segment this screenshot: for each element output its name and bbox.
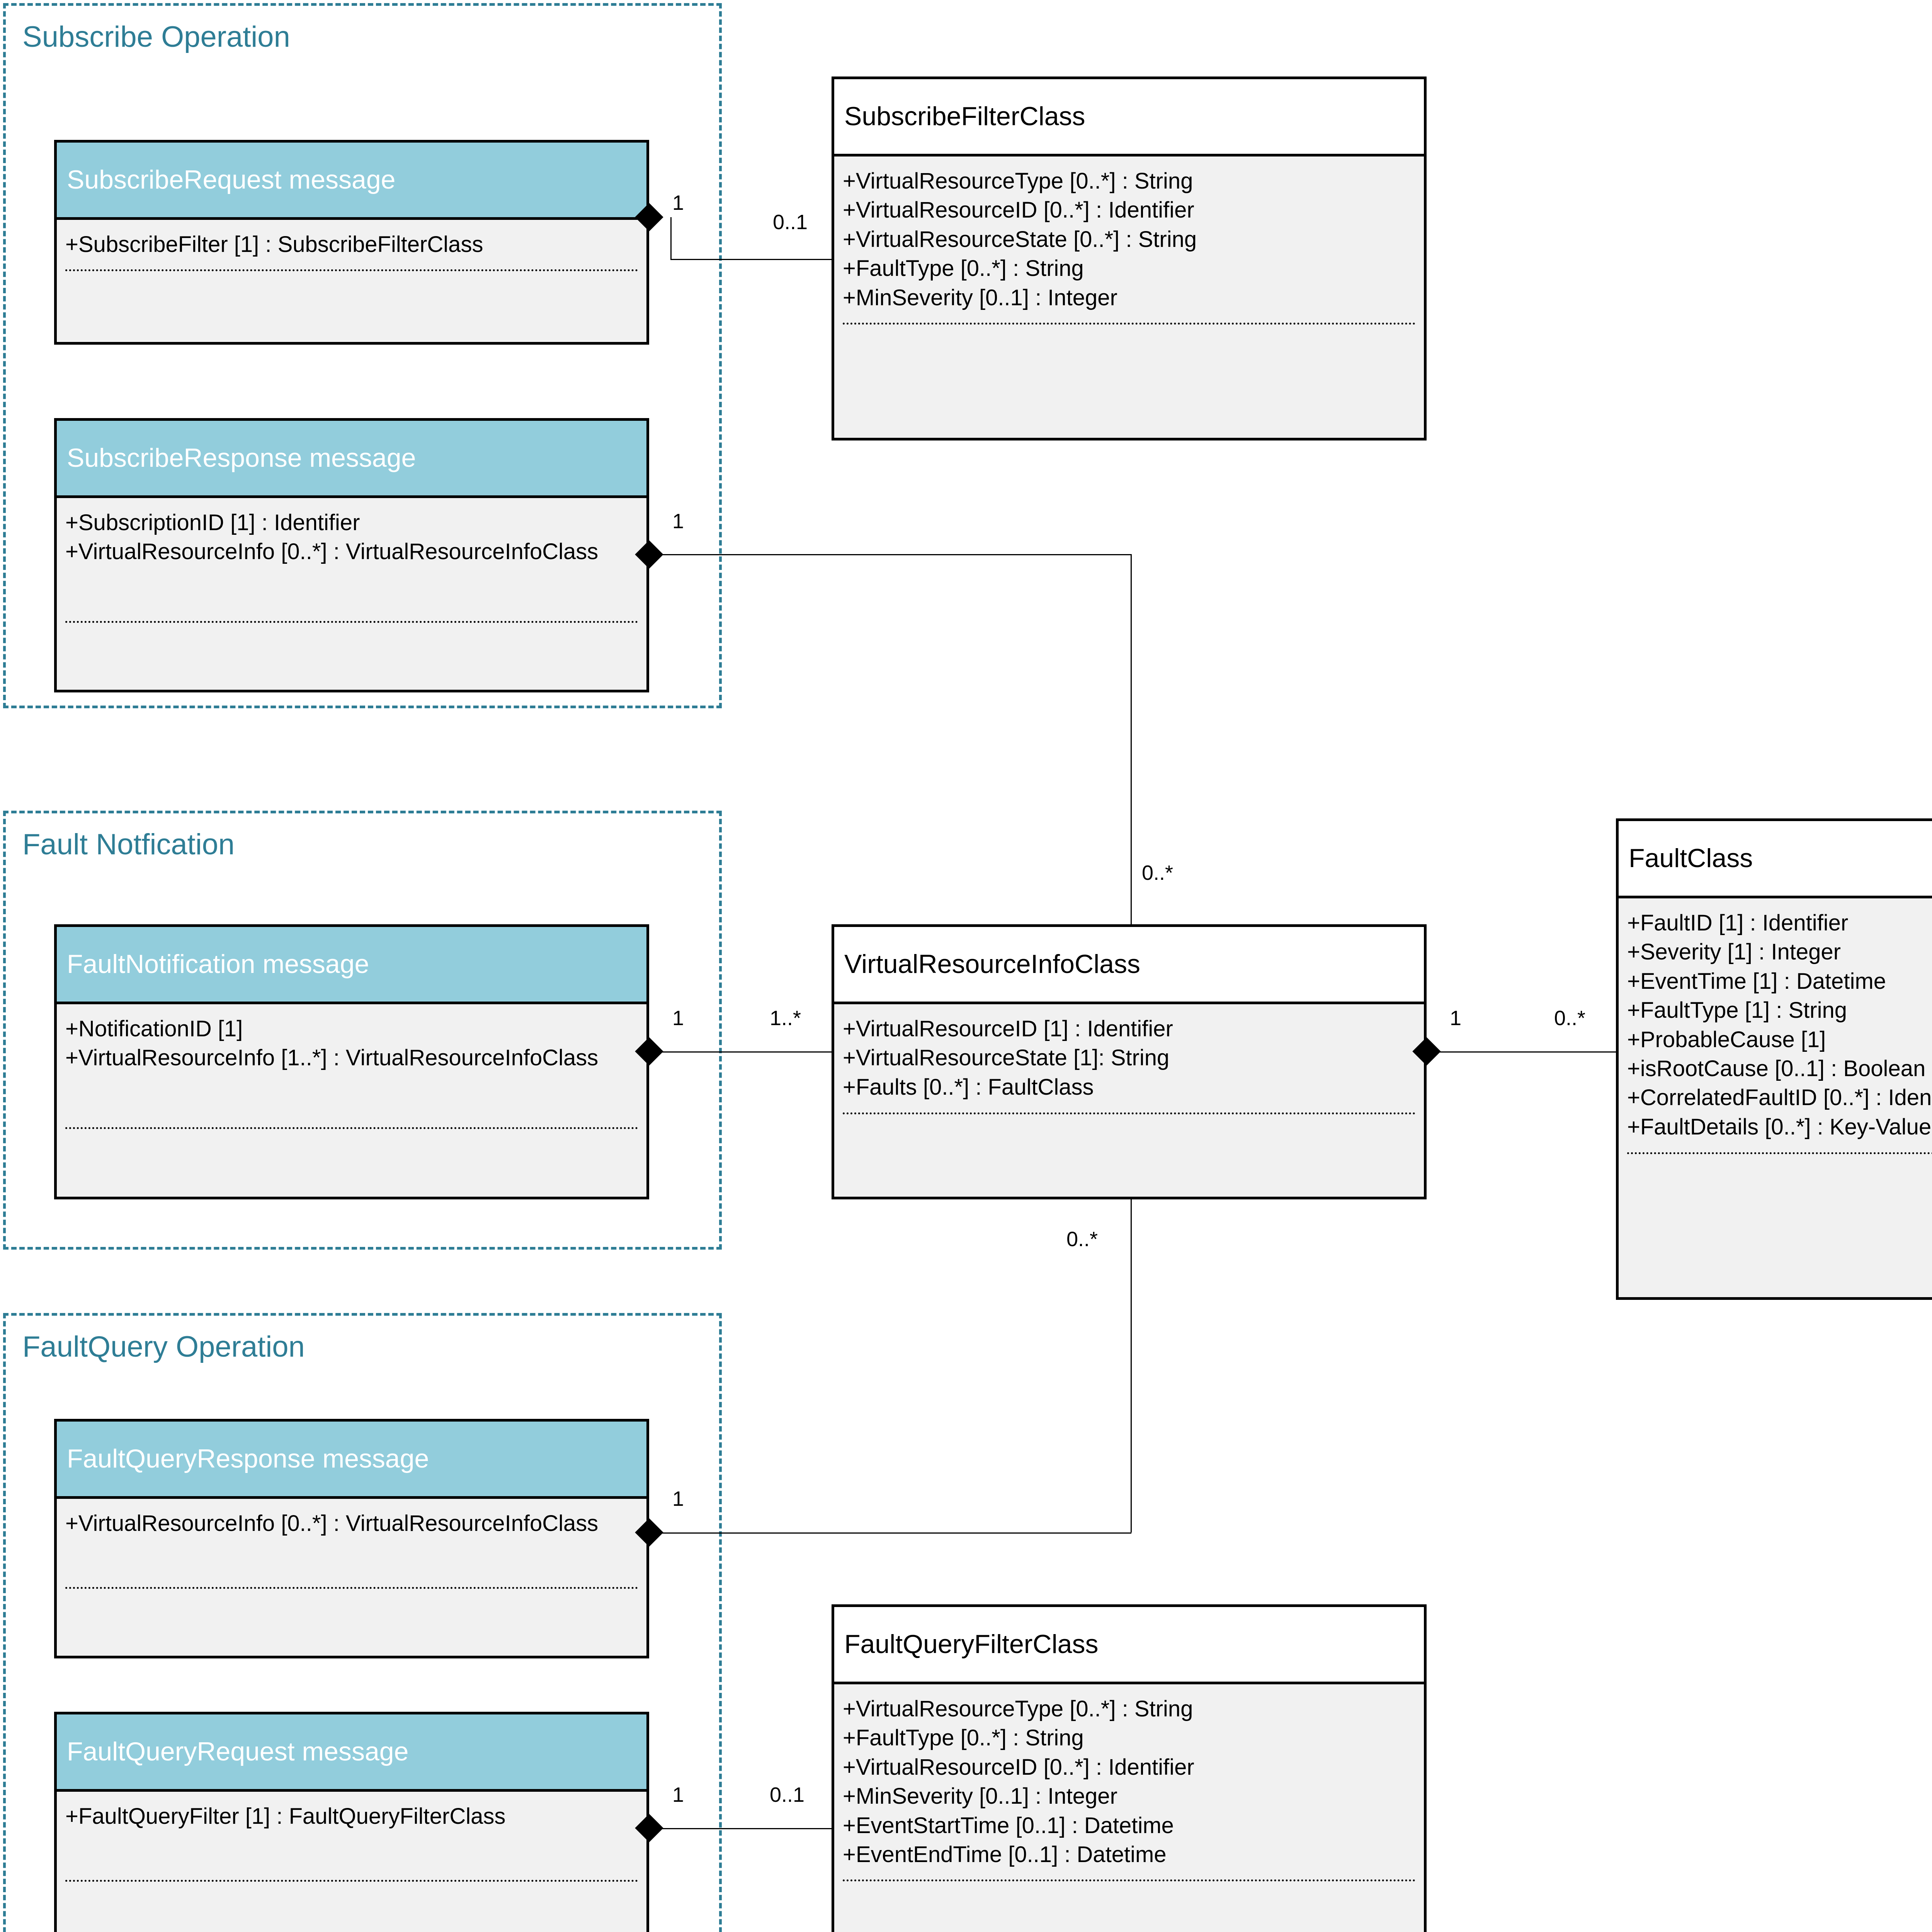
assoc-line-subresp-vertical xyxy=(1131,554,1132,925)
box-faultquery-response-header: FaultQueryResponse message xyxy=(57,1422,646,1499)
box-subscribe-filter-class-header: SubscribeFilterClass xyxy=(834,79,1424,156)
box-subscribe-request-body: +SubscribeFilter [1] : SubscribeFilterCl… xyxy=(57,220,646,342)
group-title-subscribe-operation: Subscribe Operation xyxy=(22,20,290,53)
attribute-row: +VirtualResourceID [0..*] : Identifier xyxy=(843,197,1194,223)
compartment-separator xyxy=(1627,1152,1932,1154)
attribute-row: +SubscribeFilter [1] : SubscribeFilterCl… xyxy=(65,232,483,257)
box-faultquery-request[interactable]: FaultQueryRequest message +FaultQueryFil… xyxy=(54,1712,649,1932)
attribute-row: +FaultType [1] : String xyxy=(1627,998,1847,1023)
attribute-row: +EventEndTime [0..1] : Datetime xyxy=(843,1842,1167,1867)
box-virtual-resource-info-class[interactable]: VirtualResourceInfoClass +VirtualResourc… xyxy=(832,924,1427,1199)
attribute-row: +EventStartTime [0..1] : Datetime xyxy=(843,1813,1174,1838)
attribute-row: +isRootCause [0..1] : Boolean xyxy=(1627,1056,1926,1081)
box-fault-notification[interactable]: FaultNotification message +NotificationI… xyxy=(54,924,649,1199)
box-subscribe-filter-class[interactable]: SubscribeFilterClass +VirtualResourceTyp… xyxy=(832,77,1427,440)
attribute-row: +FaultType [0..*] : String xyxy=(843,256,1084,281)
attribute-row: +VirtualResourceType [0..*] : String xyxy=(843,1696,1193,1721)
attribute-row: +VirtualResourceType [0..*] : String xyxy=(843,168,1193,194)
attribute-row: +CorrelatedFaultID [0..*] : Identifier xyxy=(1627,1085,1932,1111)
attribute-row: +ProbableCause [1] xyxy=(1627,1027,1826,1052)
assoc-line-fqresp-vertical xyxy=(1131,1199,1132,1532)
multiplicity-fqresp-source: 1 xyxy=(672,1487,684,1510)
multiplicity-fqreq-source: 1 xyxy=(672,1783,684,1806)
box-faultquery-filter-class[interactable]: FaultQueryFilterClass +VirtualResourceTy… xyxy=(832,1604,1427,1932)
multiplicity-subreq-source: 1 xyxy=(672,191,684,214)
group-fault-notification xyxy=(3,811,722,1250)
box-fault-notification-header: FaultNotification message xyxy=(57,927,646,1004)
box-faultquery-request-header: FaultQueryRequest message xyxy=(57,1714,646,1792)
assoc-line-subresp-horizontal xyxy=(659,554,1131,555)
box-fault-class[interactable]: FaultClass +FaultID [1] : Identifier +Se… xyxy=(1616,818,1932,1300)
box-faultquery-request-body: +FaultQueryFilter [1] : FaultQueryFilter… xyxy=(57,1792,646,1932)
compartment-separator xyxy=(843,1879,1415,1881)
multiplicity-vri-source: 1 xyxy=(1450,1007,1462,1030)
compartment-separator xyxy=(65,1587,638,1589)
multiplicity-faultnotif-source: 1 xyxy=(672,1007,684,1030)
attribute-row: +EventTime [1] : Datetime xyxy=(1627,968,1886,994)
attribute-row: +FaultQueryFilter [1] : FaultQueryFilter… xyxy=(65,1804,506,1829)
attribute-row: +VirtualResourceState [0..*] : String xyxy=(843,226,1197,252)
attribute-row: +NotificationID [1] xyxy=(65,1016,243,1041)
compartment-separator xyxy=(65,621,638,623)
multiplicity-vri-target: 0..* xyxy=(1554,1007,1586,1030)
box-virtual-resource-info-class-body: +VirtualResourceID [1] : Identifier +Vir… xyxy=(834,1004,1424,1197)
compartment-separator xyxy=(65,1880,638,1882)
box-faultquery-response-body: +VirtualResourceInfo [0..*] : VirtualRes… xyxy=(57,1499,646,1656)
multiplicity-subresp-target: 0..* xyxy=(1142,861,1173,884)
attribute-row: +Severity [1] : Integer xyxy=(1627,939,1841,965)
box-faultquery-filter-class-header: FaultQueryFilterClass xyxy=(834,1607,1424,1684)
assoc-line-fqresp-horizontal xyxy=(659,1532,1131,1534)
attribute-row: +FaultDetails [0..*] : Key-Value pairs xyxy=(1627,1114,1932,1139)
box-virtual-resource-info-class-header: VirtualResourceInfoClass xyxy=(834,927,1424,1004)
box-subscribe-response-body: +SubscriptionID [1] : Identifier +Virtua… xyxy=(57,498,646,690)
box-faultquery-filter-class-body: +VirtualResourceType [0..*] : String +Fa… xyxy=(834,1684,1424,1932)
group-subscribe-operation xyxy=(3,3,722,708)
multiplicity-fqreq-target: 0..1 xyxy=(770,1783,805,1806)
box-fault-notification-body: +NotificationID [1] +VirtualResourceInfo… xyxy=(57,1004,646,1197)
group-title-faultquery-operation: FaultQuery Operation xyxy=(22,1330,305,1363)
compartment-separator xyxy=(65,269,638,271)
attribute-row: +FaultType [0..*] : String xyxy=(843,1725,1084,1751)
multiplicity-subreq-target: 0..1 xyxy=(773,211,808,234)
attribute-row: +VirtualResourceState [1]: String xyxy=(843,1045,1170,1071)
compartment-separator xyxy=(65,1127,638,1129)
assoc-line-subreq-to-filter-horizontal xyxy=(670,259,832,260)
compartment-separator xyxy=(843,1112,1415,1114)
attribute-row: +VirtualResourceInfo [0..*] : VirtualRes… xyxy=(65,1511,599,1536)
attribute-row: +Faults [0..*] : FaultClass xyxy=(843,1074,1094,1100)
multiplicity-faultnotif-target: 1..* xyxy=(770,1007,801,1030)
assoc-line-fqreq-horizontal xyxy=(659,1828,833,1829)
attribute-row: +VirtualResourceID [1] : Identifier xyxy=(843,1016,1173,1041)
assoc-line-faultnotif-horizontal xyxy=(659,1051,833,1053)
box-subscribe-filter-class-body: +VirtualResourceType [0..*] : String +Vi… xyxy=(834,156,1424,438)
attribute-row: +VirtualResourceInfo [0..*] : VirtualRes… xyxy=(65,539,599,565)
attribute-row: +SubscriptionID [1] : Identifier xyxy=(65,510,360,535)
box-fault-class-body: +FaultID [1] : Identifier +Severity [1] … xyxy=(1619,898,1932,1297)
multiplicity-fqresp-target: 0..* xyxy=(1066,1228,1098,1251)
assoc-line-vri-faultclass-horizontal xyxy=(1437,1051,1617,1053)
attribute-row: +MinSeverity [0..1] : Integer xyxy=(843,1784,1117,1809)
attribute-row: +VirtualResourceInfo [1..*] : VirtualRes… xyxy=(65,1045,599,1071)
attribute-row: +MinSeverity [0..1] : Integer xyxy=(843,285,1117,310)
box-subscribe-response-header: SubscribeResponse message xyxy=(57,421,646,498)
attribute-row: +VirtualResourceID [0..*] : Identifier xyxy=(843,1754,1194,1780)
box-faultquery-response[interactable]: FaultQueryResponse message +VirtualResou… xyxy=(54,1419,649,1658)
multiplicity-subresp-source: 1 xyxy=(672,510,684,533)
attribute-row: +FaultID [1] : Identifier xyxy=(1627,910,1849,935)
assoc-line-subreq-to-filter-vertical xyxy=(670,217,672,260)
group-title-fault-notification: Fault Notfication xyxy=(22,828,235,861)
group-faultquery-operation xyxy=(3,1313,722,1932)
box-fault-class-header: FaultClass xyxy=(1619,821,1932,898)
box-subscribe-request[interactable]: SubscribeRequest message +SubscribeFilte… xyxy=(54,140,649,345)
box-subscribe-response[interactable]: SubscribeResponse message +SubscriptionI… xyxy=(54,418,649,692)
compartment-separator xyxy=(843,323,1415,325)
box-subscribe-request-header: SubscribeRequest message xyxy=(57,143,646,220)
